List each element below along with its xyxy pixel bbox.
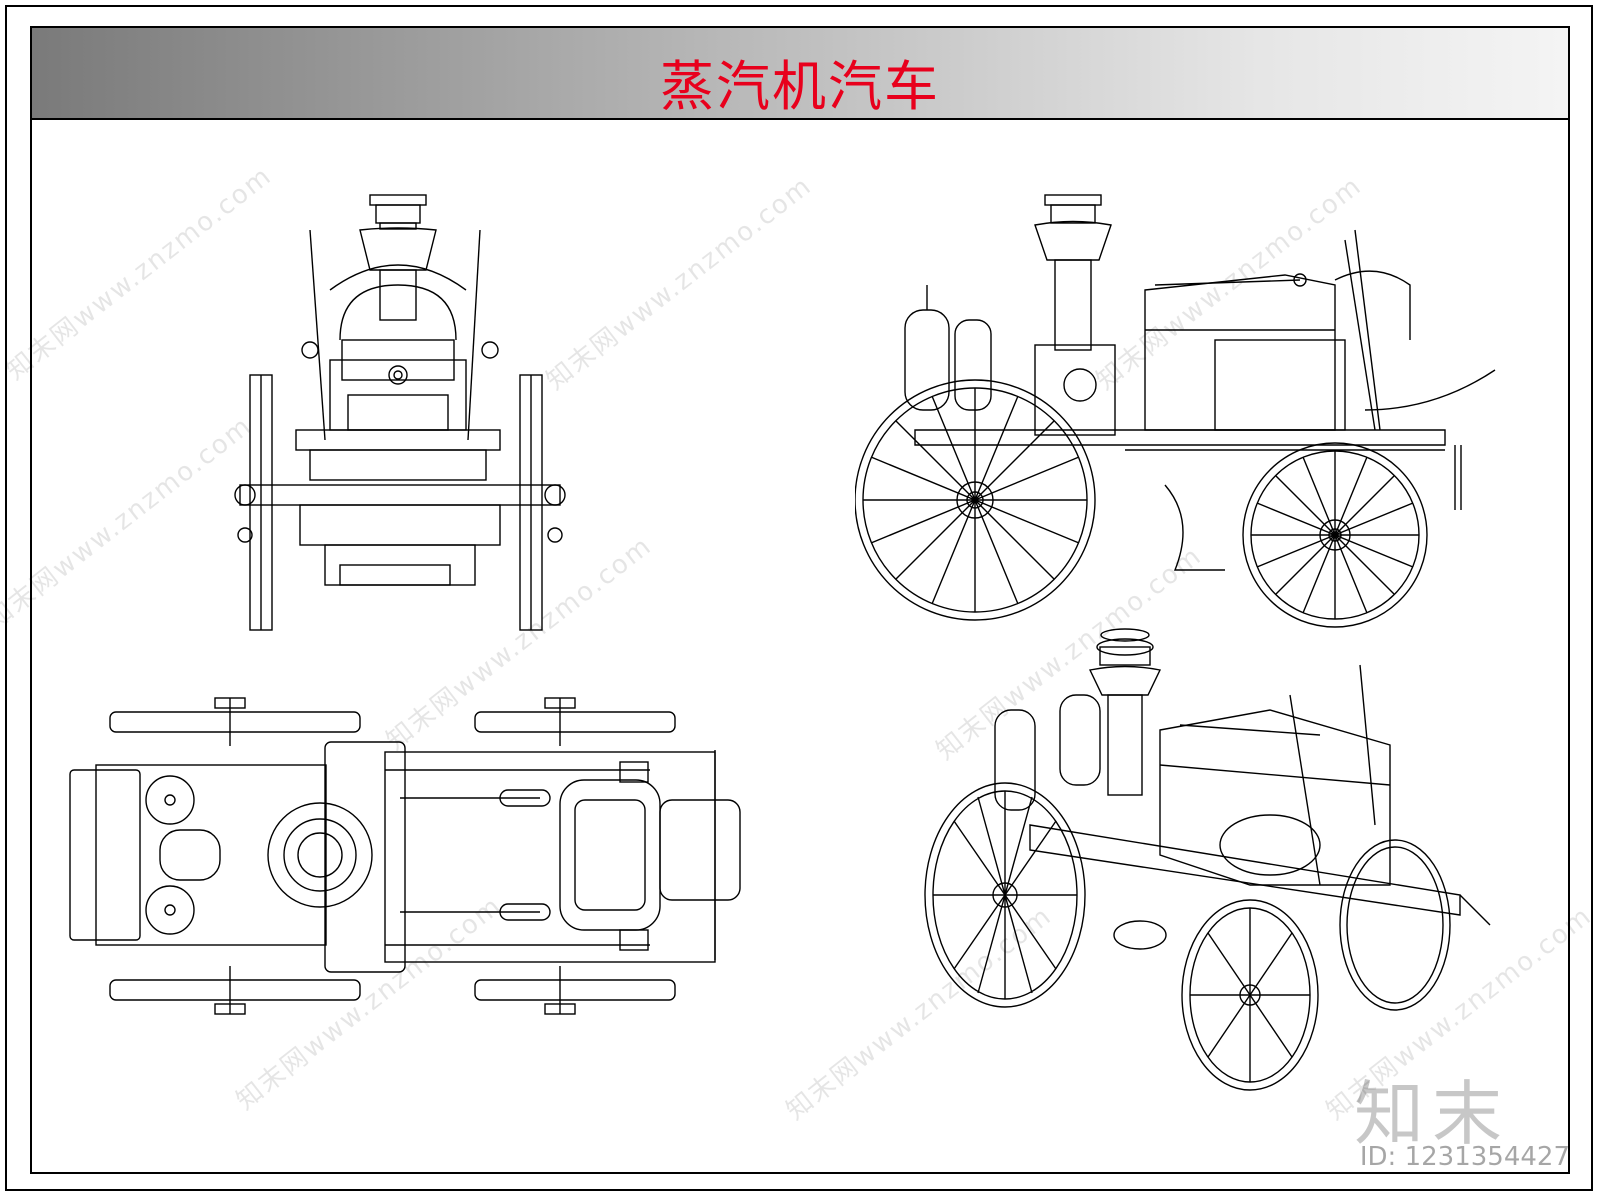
top-view-drawing: [60, 690, 750, 1030]
side-view-drawing: [855, 190, 1535, 650]
outer-border: [5, 5, 1593, 1191]
brand-logo: 知末: [1354, 1073, 1510, 1155]
inner-border: [30, 26, 1570, 1174]
front-view-drawing: [230, 190, 570, 650]
perspective-view-drawing: [920, 625, 1510, 1105]
page-title: 蒸汽机汽车: [660, 55, 940, 118]
title-bar: 蒸汽机汽车: [32, 28, 1568, 120]
id-label: ID: 1231354427: [1359, 1142, 1570, 1172]
